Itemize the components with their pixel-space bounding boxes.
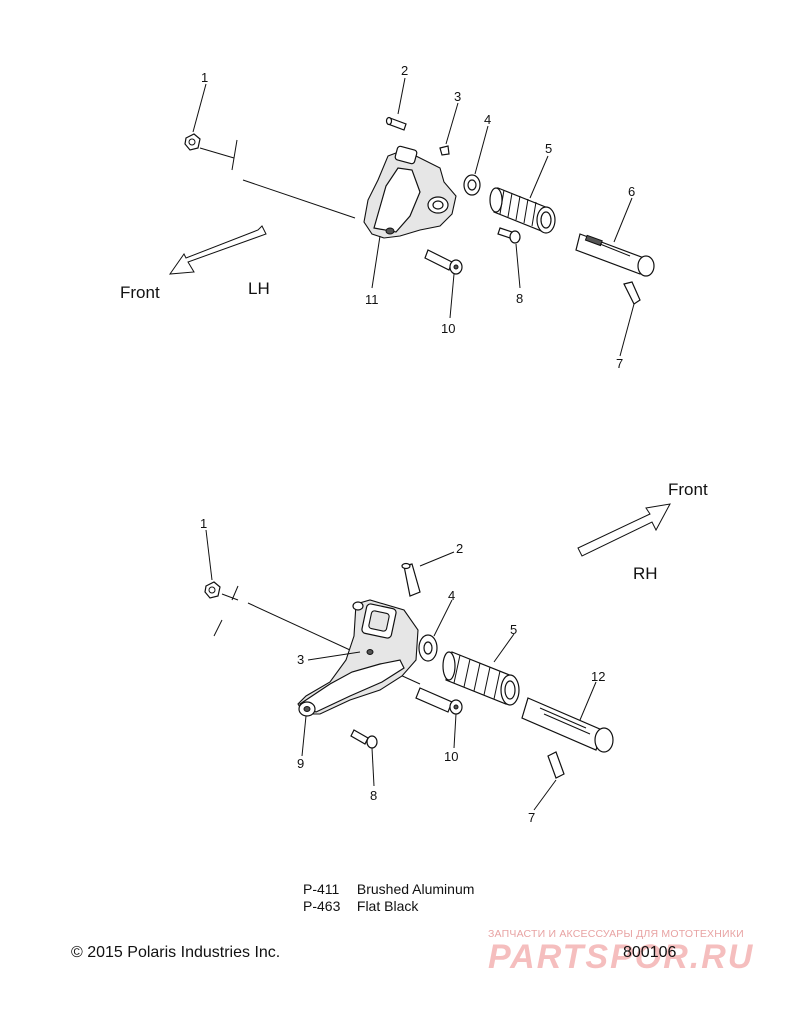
rh-pin bbox=[401, 562, 421, 597]
rh-bolt-long bbox=[415, 687, 463, 715]
rh-peg-shaft bbox=[521, 697, 614, 753]
lh-bolt-long bbox=[424, 249, 463, 275]
rh-front-label: Front bbox=[668, 480, 708, 499]
lh-callout-6: 6 bbox=[628, 184, 635, 199]
finish-list: P-411 Brushed Aluminum P-463 Flat Black bbox=[303, 881, 474, 915]
document-number: 800106 bbox=[623, 944, 677, 961]
lh-callout-3: 3 bbox=[454, 89, 461, 104]
lh-peg-shaft bbox=[575, 233, 655, 277]
lh-callout-8: 8 bbox=[516, 291, 523, 306]
watermark-tagline: ЗАПЧАСТИ И АКСЕССУАРЫ ДЛЯ МОТОТЕХНИКИ bbox=[488, 928, 744, 940]
rh-footpeg-rubber bbox=[442, 651, 520, 706]
lh-side-label: LH bbox=[248, 279, 270, 298]
lh-pin bbox=[385, 116, 407, 131]
rh-callout-2: 2 bbox=[456, 541, 463, 556]
rh-callout-3: 3 bbox=[297, 652, 304, 667]
lh-clip bbox=[439, 145, 450, 156]
rh-callout-8: 8 bbox=[370, 788, 377, 803]
rh-callout-9: 9 bbox=[297, 756, 304, 771]
finish-code: P-463 bbox=[303, 898, 341, 914]
rh-side-label: RH bbox=[633, 564, 658, 583]
lh-footpeg-rubber bbox=[489, 187, 556, 234]
finish-row: P-463 Flat Black bbox=[303, 898, 474, 915]
lh-washer bbox=[463, 174, 481, 196]
finish-code: P-411 bbox=[303, 881, 340, 897]
lh-front-arrow bbox=[168, 225, 267, 275]
rh-callout-5: 5 bbox=[510, 622, 517, 637]
rh-view: 1 2 3 4 5 12 7 8 9 10 Front RH bbox=[200, 480, 708, 825]
rh-callout-7: 7 bbox=[528, 810, 535, 825]
rh-cotter-pin bbox=[547, 751, 565, 779]
rh-bracket bbox=[297, 599, 419, 717]
lh-callout-2: 2 bbox=[401, 63, 408, 78]
lh-bracket bbox=[363, 145, 457, 239]
finish-name: Brushed Aluminum bbox=[356, 881, 475, 897]
lh-bolt-small bbox=[497, 227, 521, 244]
rh-bolt-small bbox=[350, 729, 378, 749]
lh-callout-10: 10 bbox=[441, 321, 455, 336]
rh-washer bbox=[418, 634, 438, 662]
lh-callout-5: 5 bbox=[545, 141, 552, 156]
lh-callout-7: 7 bbox=[616, 356, 623, 371]
watermark: ЗАПЧАСТИ И АКСЕССУАРЫ ДЛЯ МОТОТЕХНИКИ PA… bbox=[488, 928, 788, 977]
lh-callout-1: 1 bbox=[201, 70, 208, 85]
copyright-text: © 2015 Polaris Industries Inc. bbox=[71, 944, 281, 961]
lh-callout-11: 11 bbox=[365, 292, 379, 307]
rh-front-arrow bbox=[577, 503, 671, 557]
lh-cotter-pin bbox=[623, 281, 641, 305]
lh-front-label: Front bbox=[120, 283, 160, 302]
finish-row: P-411 Brushed Aluminum bbox=[303, 881, 474, 898]
rh-callout-10: 10 bbox=[444, 749, 458, 764]
rh-nut bbox=[204, 581, 221, 599]
watermark-brand: PARTSPOR.RU bbox=[488, 938, 755, 976]
rh-callout-1: 1 bbox=[200, 516, 207, 531]
lh-nut bbox=[184, 133, 201, 151]
rh-callout-12: 12 bbox=[591, 669, 605, 684]
finish-name: Flat Black bbox=[356, 898, 419, 914]
lh-view: 1 2 3 4 5 6 7 8 10 11 Front LH bbox=[120, 63, 655, 371]
rh-callout-4: 4 bbox=[448, 588, 455, 603]
lh-callout-4: 4 bbox=[484, 112, 491, 127]
